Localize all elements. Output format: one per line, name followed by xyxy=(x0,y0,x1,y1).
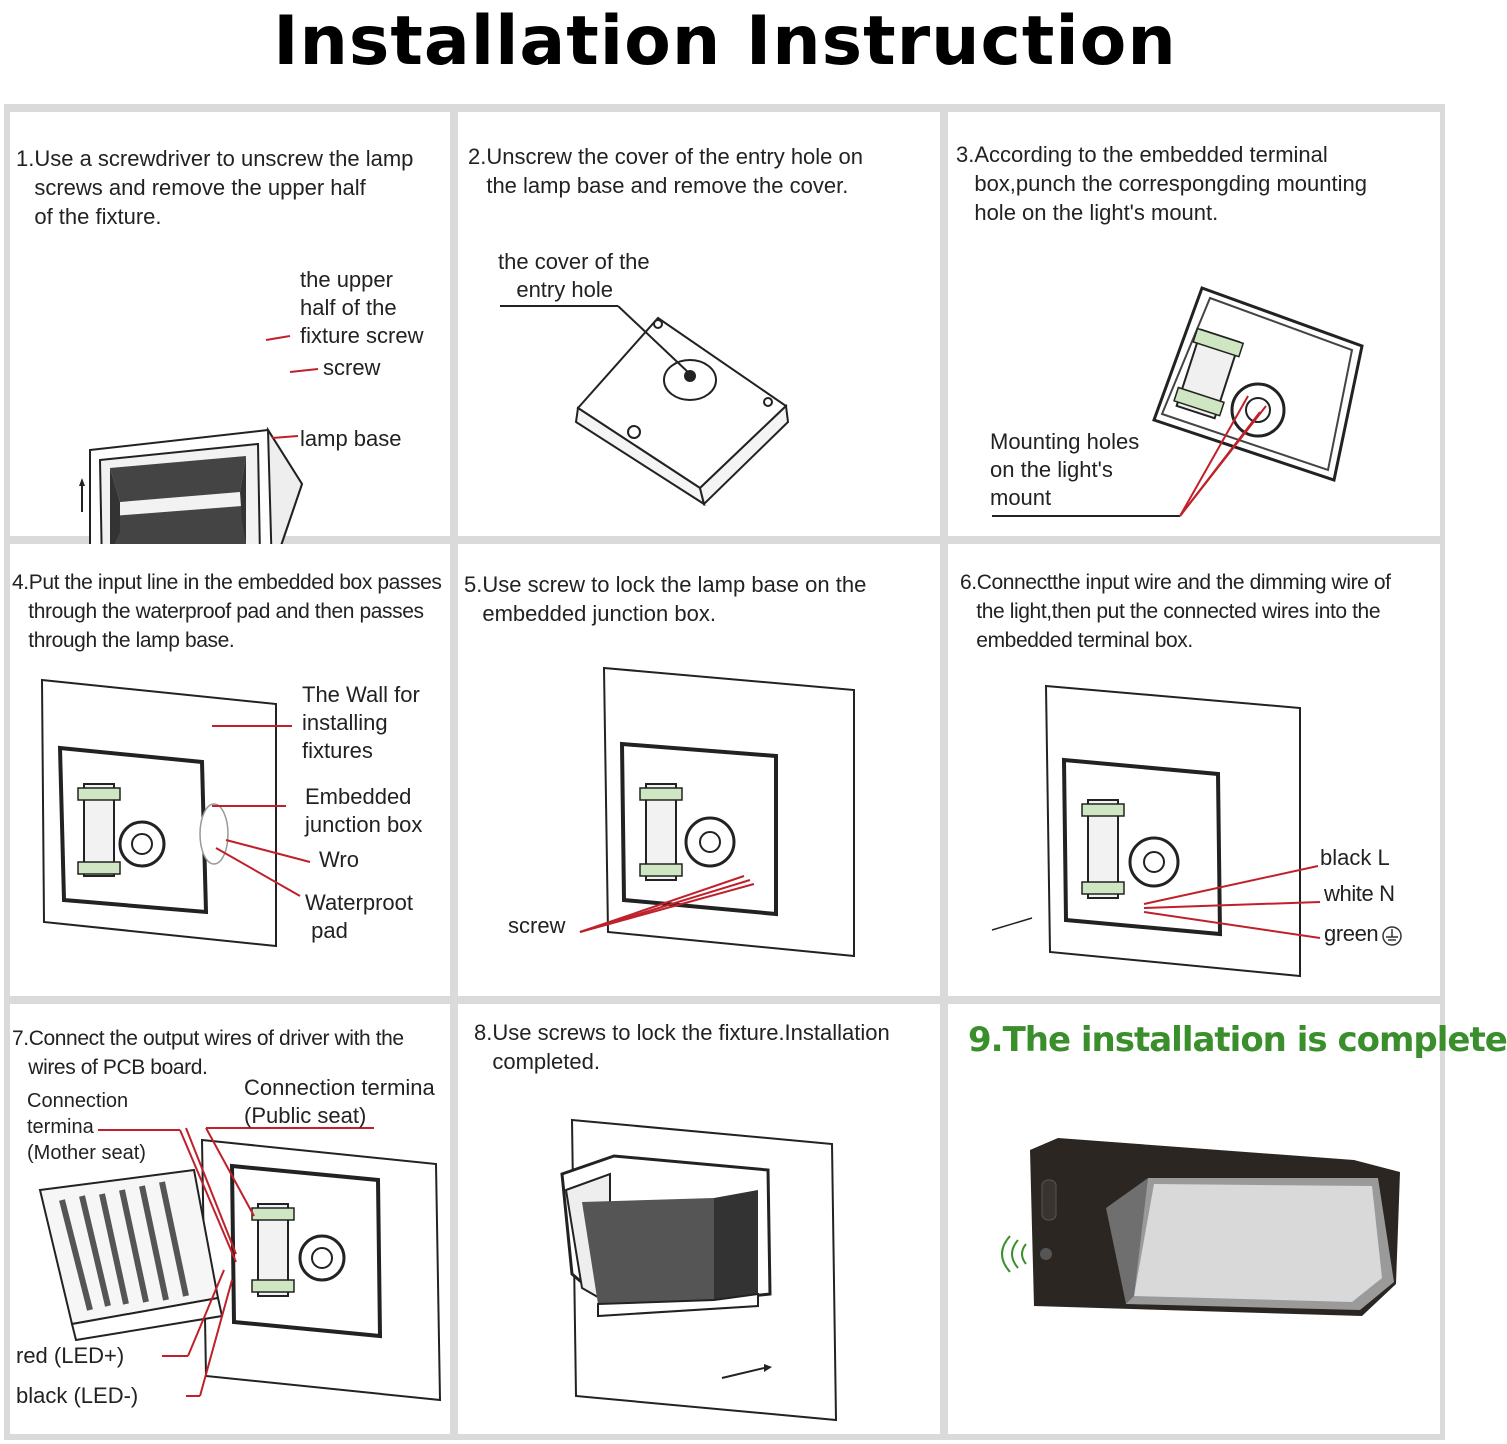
page-title: Installation Instruction xyxy=(273,2,1177,81)
label-waterproof-pad: Waterproot pad xyxy=(305,890,414,943)
label-mounting-holes: Mounting holes on the light's mount xyxy=(990,429,1140,510)
label-black-l: black L xyxy=(1320,845,1390,870)
step-2-text: 2.Unscrew the cover of the entry hole on… xyxy=(468,144,863,198)
label-lamp-base: lamp base xyxy=(300,426,402,451)
step-3-text: 3.According to the embedded terminal box… xyxy=(956,142,1367,225)
step-7-text: 7.Connect the output wires of driver wit… xyxy=(12,1027,404,1079)
label-wro: Wro xyxy=(319,847,359,872)
label-green-ground: green xyxy=(1324,921,1379,946)
step-5-text: 5.Use screw to lock the lamp base on the… xyxy=(464,572,867,626)
step-3-illustration xyxy=(992,286,1364,517)
label-screw: screw xyxy=(508,913,566,938)
step-7-panel: 7.Connect the output wires of driver wit… xyxy=(10,1004,450,1434)
step-4-text: 4.Put the input line in the embedded box… xyxy=(12,571,442,652)
step-5-illustration xyxy=(579,666,855,958)
step-9-text: 9.The installation is complete xyxy=(968,1020,1507,1060)
label-embedded-box: Embedded junction box xyxy=(305,784,423,837)
label-red-led-plus: red (LED+) xyxy=(16,1343,125,1368)
step-8-illustration xyxy=(560,1118,838,1422)
step-2-panel: 2.Unscrew the cover of the entry hole on… xyxy=(458,112,940,536)
step-6-panel: 6.Connectthe input wire and the dimming … xyxy=(948,544,1440,996)
label-upper-half: the upper half of the fixture screw xyxy=(300,267,424,348)
step-4-panel: 4.Put the input line in the embedded box… xyxy=(10,544,450,996)
step-6-text: 6.Connectthe input wire and the dimming … xyxy=(960,571,1391,652)
label-entry-hole-cover: the cover of the entry hole xyxy=(498,249,650,302)
step-9-panel: 9.The installation is complete xyxy=(948,1004,1507,1434)
step-5-panel: 5.Use screw to lock the lamp base on the… xyxy=(458,544,940,996)
step-2-illustration xyxy=(500,305,790,507)
label-wall: The Wall for installing fixtures xyxy=(302,682,420,763)
step-3-panel: 3.According to the embedded terminal box… xyxy=(948,112,1440,536)
label-mother-seat: Connection termina (Mother seat) xyxy=(27,1090,146,1164)
label-white-n: white N xyxy=(1324,881,1395,906)
label-screw: screw xyxy=(323,355,381,380)
step-8-panel: 8.Use screws to lock the fixture.Install… xyxy=(458,1004,940,1434)
step-4-illustration xyxy=(40,678,311,948)
step-7-illustration xyxy=(38,1127,442,1402)
finished-fixture-illustration xyxy=(1001,1138,1400,1316)
step-1-text: 1.Use a screwdriver to unscrew the lamp … xyxy=(16,146,414,229)
step-6-illustration xyxy=(991,684,1402,978)
step-8-text: 8.Use screws to lock the fixture.Install… xyxy=(474,1020,890,1074)
label-public-seat: Connection termina (Public seat) xyxy=(244,1075,435,1128)
step-1-panel: 1.Use a screwdriver to unscrew the lamp … xyxy=(10,112,450,602)
label-black-led-minus: black (LED-) xyxy=(16,1383,139,1408)
